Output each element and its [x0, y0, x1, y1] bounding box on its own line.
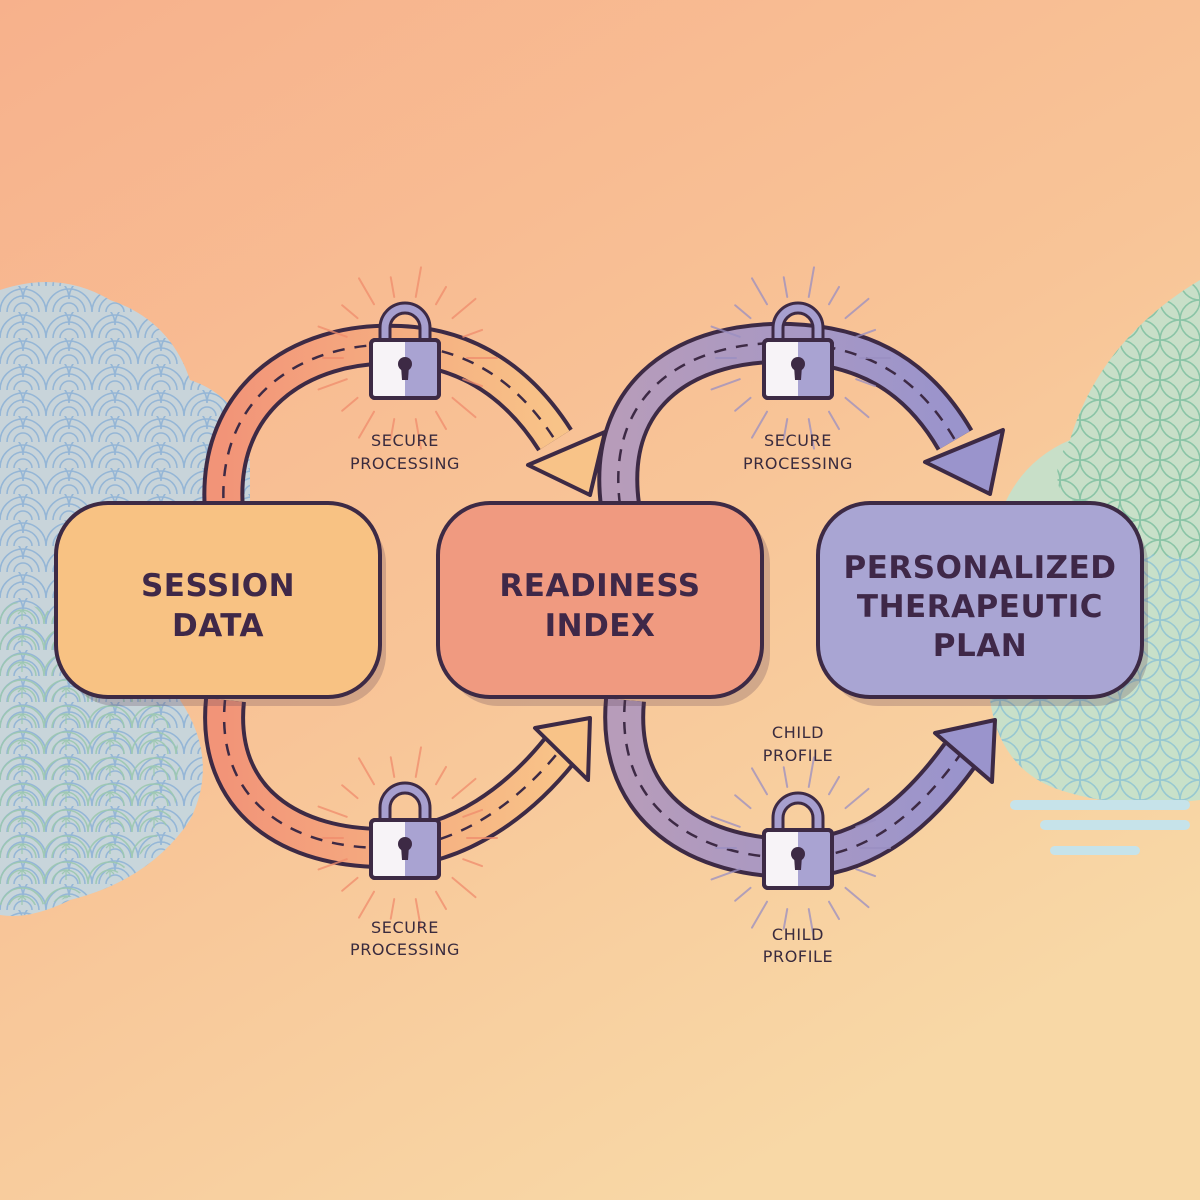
node-session-line1: SESSION	[141, 568, 295, 604]
decor-stroke	[1040, 820, 1190, 830]
label-secure-top-left-1: SECURE	[371, 431, 439, 450]
lock-icon-top-right	[710, 266, 891, 450]
radiating-lines-icon	[710, 266, 891, 450]
label-secure-bottom-left-1: SECURE	[371, 918, 439, 937]
radiating-lines-icon	[317, 746, 498, 930]
label-child-profile-bottom-2: PROFILE	[763, 947, 834, 966]
node-session-line2: DATA	[172, 608, 264, 644]
node-readiness-line2: INDEX	[545, 608, 656, 644]
label-child-profile-mid-1: CHILD	[772, 723, 824, 742]
node-plan-line1: PERSONALIZED	[843, 550, 1116, 586]
node-plan-line3: PLAN	[933, 628, 1027, 664]
label-secure-top-right-2: PROCESSING	[743, 454, 853, 473]
label-secure-top-right-1: SECURE	[764, 431, 832, 450]
radiating-lines-icon	[710, 756, 891, 940]
lock-icon-top-left	[317, 266, 498, 450]
label-child-profile-bottom-1: CHILD	[772, 925, 824, 944]
node-session-data: SESSION DATA	[54, 501, 386, 706]
decor-stroke	[1050, 846, 1140, 855]
radiating-lines-icon	[317, 266, 498, 450]
lock-icon-bottom-right	[710, 756, 891, 940]
node-personalized-plan: PERSONALIZED THERAPEUTIC PLAN	[816, 501, 1148, 706]
decor-stroke	[1010, 800, 1190, 810]
label-secure-bottom-left-2: PROCESSING	[350, 940, 460, 959]
label-child-profile-mid-2: PROFILE	[763, 746, 834, 765]
node-readiness-index: READINESS INDEX	[436, 501, 770, 706]
node-readiness-line1: READINESS	[499, 568, 700, 604]
node-plan-line2: THERAPEUTIC	[857, 589, 1103, 625]
lock-icon-bottom-left	[317, 746, 498, 930]
label-secure-top-left-2: PROCESSING	[350, 454, 460, 473]
